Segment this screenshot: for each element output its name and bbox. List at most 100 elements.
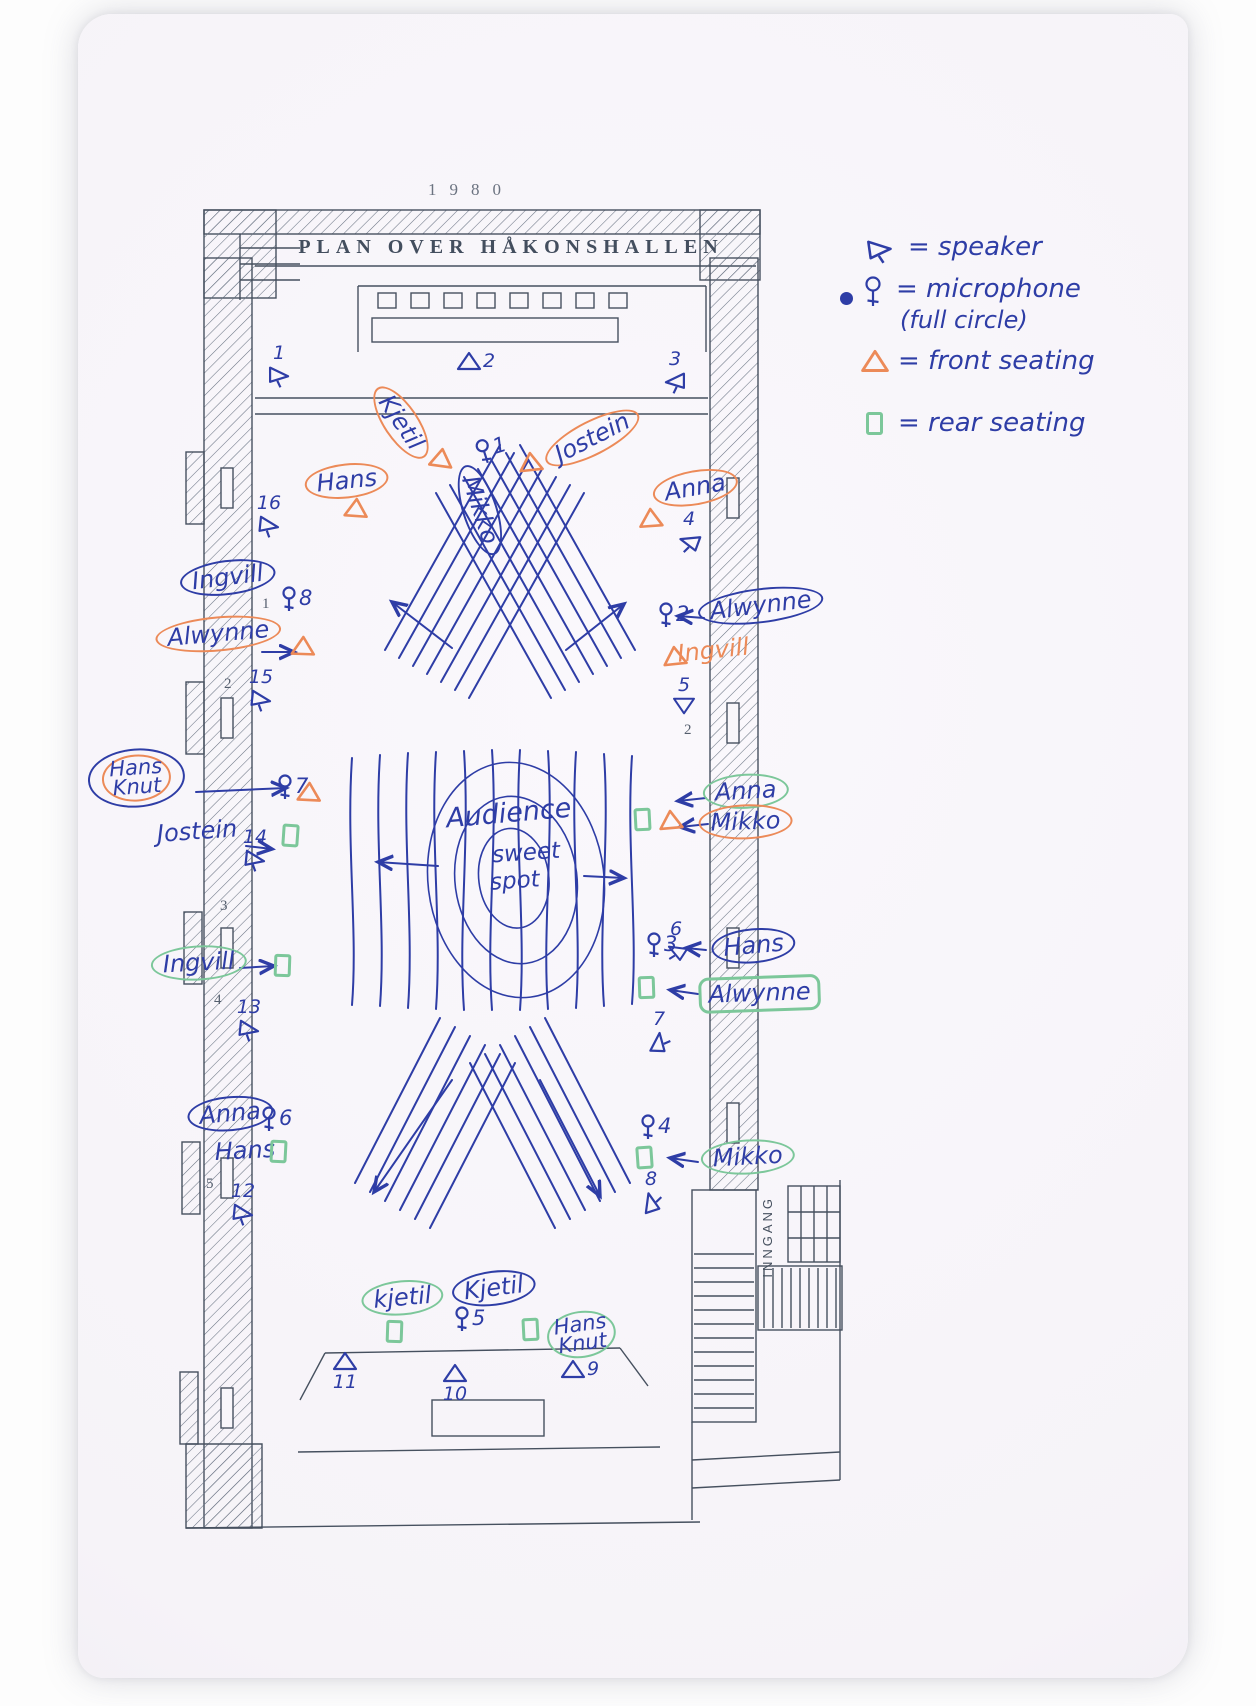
- legend-rear-seat-icon: [866, 412, 883, 435]
- front-seat-marker: [657, 807, 685, 837]
- rear-seat-marker: [637, 975, 656, 1000]
- speaker-number: 1: [272, 342, 286, 364]
- microphone-marker-5: 5: [454, 1306, 485, 1334]
- front-seat-marker: [342, 495, 370, 525]
- name-text: Hans: [315, 463, 379, 498]
- speaker-number: 8: [644, 1168, 658, 1190]
- speaker-marker-14: 14: [242, 828, 268, 872]
- legend-speaker-label: = speaker: [908, 232, 1042, 262]
- microphone-number: 3: [664, 932, 678, 956]
- legend-bullet-dot: [840, 292, 853, 305]
- speaker-marker-7: 7: [646, 1010, 672, 1054]
- microphone-marker-1: 1: [472, 432, 510, 468]
- speaker-marker-12: 12: [230, 1182, 256, 1226]
- microphone-marker-2: 2: [658, 602, 689, 630]
- speaker-marker-4: 4: [676, 510, 702, 554]
- microphone-number: 6: [279, 1106, 293, 1130]
- speaker-marker-3: 3: [662, 350, 688, 394]
- speaker-number: 13: [236, 996, 262, 1018]
- speaker-icon: [258, 515, 280, 538]
- rear-seat-marker: [635, 1145, 654, 1170]
- legend-microphone-label: = microphone: [896, 274, 1081, 304]
- speaker-icon: [667, 945, 689, 961]
- speaker-number: 2: [483, 349, 496, 372]
- annotation-kjetil-rear: kjetil: [360, 1276, 445, 1319]
- speaker-number: 11: [332, 1371, 358, 1393]
- name-text: Knut: [556, 1327, 609, 1359]
- legend-speaker-icon: [864, 236, 896, 268]
- rear-seat-marker: [269, 1139, 288, 1164]
- microphone-icon: [641, 1114, 655, 1139]
- speaker-number: 6: [669, 918, 683, 940]
- plan-title: PLAN OVER HÅKONSHALLEN: [298, 236, 724, 258]
- speaker-icon: [664, 372, 686, 394]
- bay-number-1: 1: [262, 596, 270, 612]
- speaker-marker-9: 9: [560, 1358, 599, 1380]
- speaker-number: 14: [242, 826, 268, 848]
- front-seat-marker: [426, 444, 456, 475]
- speaker-marker-15: 15: [248, 668, 274, 712]
- microphone-icon: [475, 439, 492, 464]
- microphone-icon: [455, 1306, 469, 1331]
- speaker-icon: [232, 1203, 254, 1226]
- speaker-number: 9: [587, 1357, 600, 1380]
- front-seat-marker: [517, 449, 546, 480]
- microphone-number: 2: [676, 602, 690, 626]
- speaker-icon: [644, 1192, 663, 1215]
- speaker-marker-5: 5: [672, 676, 696, 716]
- name-text: Anna: [662, 468, 728, 507]
- microphone-icon: [659, 602, 673, 627]
- speaker-icon: [679, 536, 702, 553]
- bay-number-5: 5: [206, 1176, 214, 1192]
- microphone-number: 4: [658, 1114, 672, 1138]
- name-text: Alwynne: [166, 615, 271, 652]
- rear-seat-marker: [521, 1317, 540, 1342]
- microphone-marker-3: 3: [646, 932, 677, 960]
- legend-front-seat-icon: [860, 348, 890, 379]
- microphone-number: 8: [299, 586, 313, 610]
- speaker-marker-8: 8: [638, 1168, 664, 1215]
- annotation-mikko-right-lower: Mikko: [700, 1137, 796, 1177]
- microphone-icon: [262, 1106, 276, 1131]
- bay-number-3: 3: [220, 898, 228, 914]
- sweet-label: sweet: [491, 837, 561, 869]
- annotation-mikko-right: Mikko: [698, 802, 794, 841]
- speaker-number: 16: [256, 492, 282, 514]
- name-text: Knut: [111, 773, 163, 801]
- speaker-number: 5: [677, 674, 691, 696]
- microphone-marker-6: 6: [261, 1106, 292, 1134]
- rear-seat-marker: [281, 823, 300, 848]
- name-text: Anna: [198, 1096, 262, 1130]
- speaker-icon: [442, 1363, 468, 1383]
- name-text: Ingvill: [190, 558, 265, 596]
- speaker-number: 12: [230, 1180, 256, 1202]
- speaker-icon: [649, 1031, 671, 1053]
- speaker-icon: [250, 689, 272, 712]
- legend-microphone-sub: (full circle): [900, 306, 1028, 334]
- name-text: Mikko: [710, 806, 781, 837]
- speaker-marker-10: 10: [442, 1362, 468, 1404]
- front-seat-marker: [637, 505, 665, 535]
- name-text: Mikko: [712, 1140, 784, 1173]
- speaker-icon: [673, 697, 695, 715]
- rear-seat-marker: [385, 1319, 404, 1344]
- bay-number-4: 4: [214, 992, 222, 1008]
- microphone-marker-8: 8: [281, 586, 312, 614]
- speaker-number: 4: [682, 508, 696, 530]
- speaker-icon: [238, 1019, 260, 1042]
- speaker-icon: [268, 366, 290, 388]
- speaker-marker-11: 11: [332, 1350, 358, 1392]
- legend-front-seat-label: = front seating: [898, 346, 1095, 376]
- name-text: Alwynne: [708, 977, 812, 1009]
- rear-seat-marker: [633, 807, 652, 832]
- name-text: kjetil: [372, 1280, 433, 1314]
- name-text: Ingvill: [162, 946, 236, 979]
- speaker-number: 3: [668, 348, 682, 370]
- name-text: Jostein: [156, 814, 239, 848]
- bay-number-2: 2: [224, 676, 232, 692]
- speaker-marker-1: 1: [266, 344, 292, 388]
- speaker-marker-2: 2: [456, 350, 495, 372]
